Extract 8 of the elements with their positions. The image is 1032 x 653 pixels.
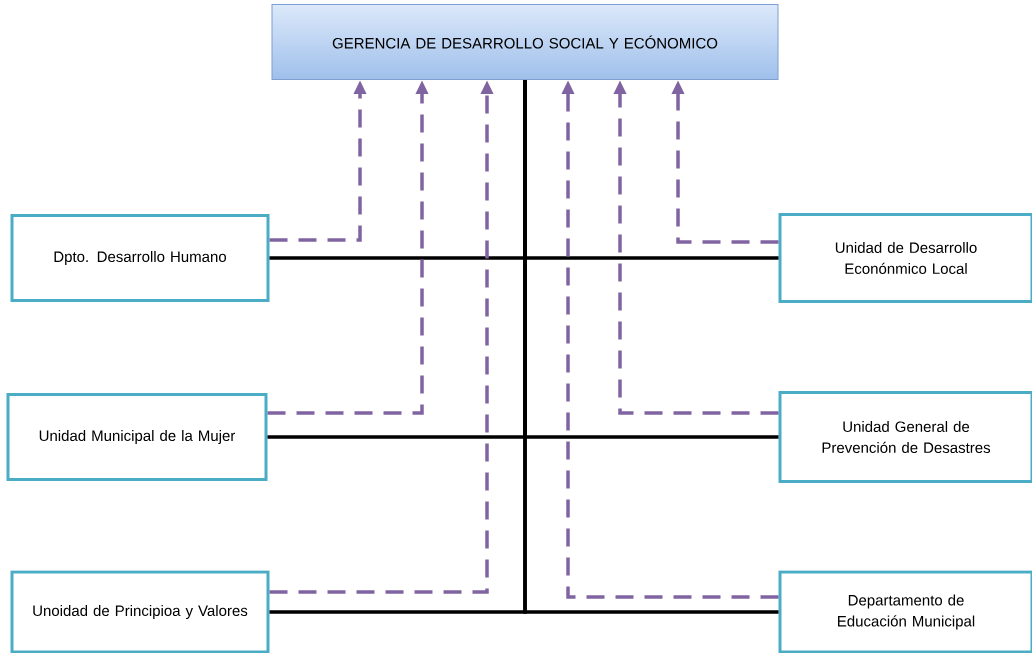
unit-box: Dpto. Desarrollo Humano [10,214,270,302]
header-box: GERENCIA DE DESARROLLO SOCIAL Y ECÓNOMICO [271,4,779,80]
unit-box: Departamento de Educación Municipal [778,570,1032,653]
connector-line [523,80,779,614]
unit-box: Unoidad de Principioa y Valores [10,570,270,653]
unit-box: Unidad de Desarrollo Econónmico Local [778,213,1032,303]
unit-box: Unidad Municipal de la Mujer [6,393,268,481]
unit-box: Unidad General de Prevención de Desastres [778,391,1032,483]
